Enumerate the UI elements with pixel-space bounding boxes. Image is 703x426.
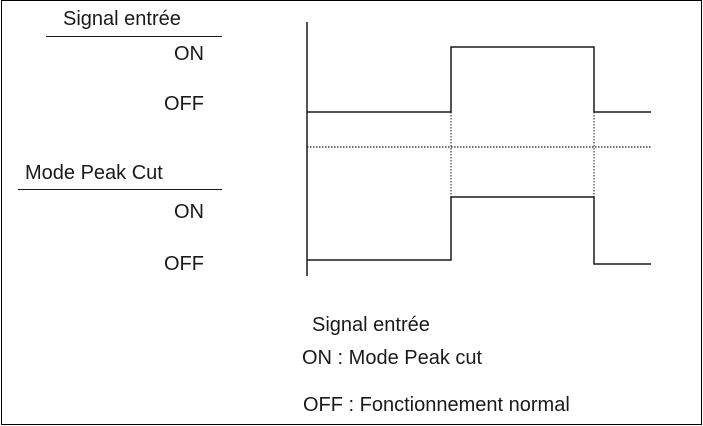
mode-title-underline bbox=[18, 189, 222, 190]
signal-title: Signal entrée bbox=[63, 8, 181, 30]
signal-on-label: ON bbox=[174, 43, 204, 65]
signal-off-label: OFF bbox=[164, 93, 204, 115]
mode-on-label: ON bbox=[174, 201, 204, 223]
signal-title-underline bbox=[46, 36, 222, 37]
mode-title: Mode Peak Cut bbox=[25, 162, 163, 184]
legend-on-text: ON : Mode Peak cut bbox=[302, 347, 483, 369]
signal-waveform bbox=[307, 46, 651, 113]
mode-waveform bbox=[307, 196, 651, 265]
mode-off-label: OFF bbox=[164, 253, 204, 275]
legend-title: Signal entrée bbox=[312, 314, 430, 336]
legend-off-text: OFF : Fonctionnement normal bbox=[303, 394, 570, 416]
